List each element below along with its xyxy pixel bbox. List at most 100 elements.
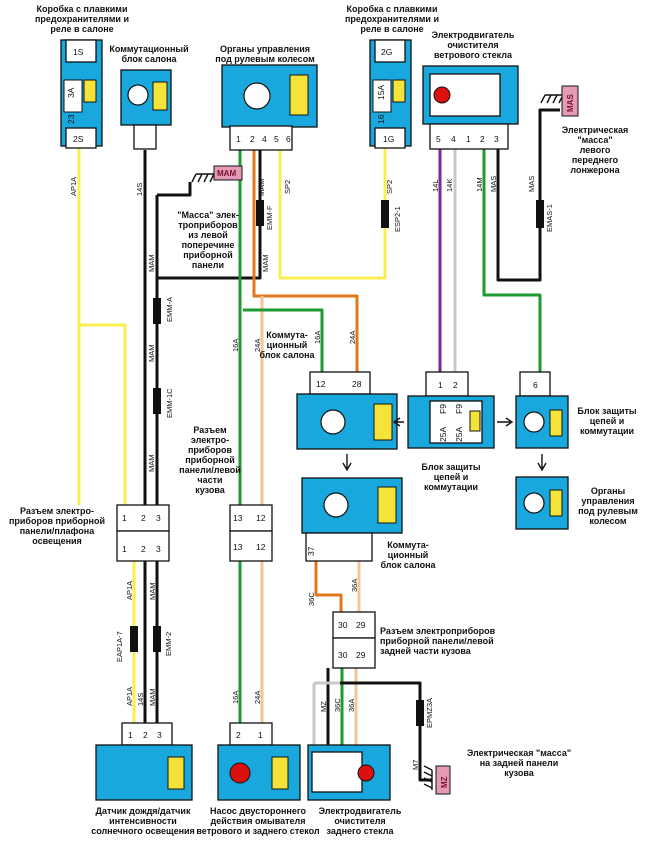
prot-fuse-f1: F9 [438, 404, 448, 414]
marker-emm-1c [153, 388, 161, 414]
wiper-front-lamp [433, 86, 451, 104]
pin-3-rain: 3 [157, 730, 162, 740]
ground-mz-label: MZ [440, 776, 449, 788]
ground-mas-tag [561, 85, 579, 117]
prot-mid-pins [425, 371, 469, 397]
wl-14m: 14M [475, 177, 484, 192]
ground-mz-icon [423, 765, 433, 790]
label-steering-bottom: Органы управления под рулевым колесом [578, 486, 638, 526]
marker-emm-a [153, 298, 161, 324]
pin-1-pump: 1 [258, 730, 263, 740]
fuse-right-bottom-pin: 1G [383, 134, 394, 144]
marker-eap1a7 [130, 626, 138, 652]
label-switch-mid: Коммута- ционный блок салона [259, 330, 315, 360]
pin-1-prot: 1 [438, 380, 443, 390]
marker-epmz3a [416, 700, 424, 726]
pin-29-top: 29 [356, 620, 366, 630]
wl-mas-2: MAS [527, 176, 536, 192]
ground-mas-label: MAS [566, 94, 575, 112]
marker-emm2 [153, 626, 161, 652]
steering-top-fuse [289, 74, 309, 116]
fuse-right-inner [372, 79, 392, 113]
ground-mas-icon [540, 94, 564, 104]
prot-fuse-r2: 25A [454, 427, 464, 442]
arrow-down-right [537, 454, 547, 472]
fusebox-left-pin-top [65, 39, 97, 63]
steering-pin-2: 2 [250, 134, 255, 144]
prot-right-circle [523, 411, 545, 433]
wl-24a-3: 24A [253, 691, 262, 704]
wl-16a-2: 16A [313, 331, 322, 344]
wl-sp2-right: SP2 [385, 180, 394, 194]
wiper-pin-2: 2 [480, 134, 485, 144]
steering-pin-1: 1 [236, 134, 241, 144]
fuse-left-number: 23 [66, 114, 76, 124]
label-protection-right: Блок защиты цепей и коммутации [577, 406, 637, 436]
label-fusebox-right: Коробка с плавкими предохранителями и ре… [344, 4, 439, 34]
fuse-left-icon [83, 79, 97, 103]
wl-eap17: EAP1A-7 [115, 631, 124, 662]
pin-6-prot: 6 [533, 380, 538, 390]
fusebox-right-pin-top [374, 39, 406, 63]
pin-12-bottom: 12 [256, 542, 266, 552]
label-connector-dash-lamp: Разъем электро- приборов приборной панел… [8, 506, 106, 546]
pin-1-rain: 1 [128, 730, 133, 740]
switch-low-pins [305, 532, 373, 562]
pin-2-lamp-top: 2 [141, 513, 146, 523]
wl-mam-6: MAM [148, 583, 157, 601]
label-fusebox-left: Коробка с плавкими предохранителями и ре… [34, 4, 129, 34]
wl-36c-1: 36C [307, 592, 316, 606]
wl-mz-1: MZ [319, 701, 328, 712]
label-wiper-rear: Электродвигатель очистителя заднего стек… [318, 806, 402, 836]
wl-m7: M7 [411, 760, 420, 770]
wl-emm1c: EMM-1C [165, 388, 174, 418]
pin-2-prot: 2 [453, 380, 458, 390]
wl-16a-1: 16A [231, 339, 240, 352]
prot-mid-fuse [469, 410, 481, 432]
fuse-left-rating: 3A [66, 87, 76, 98]
arrow-down-mid [342, 454, 352, 472]
wl-mam-2: MAM [257, 179, 266, 197]
wiper-front-conn [429, 123, 509, 150]
fuse-left-inner [63, 79, 83, 113]
ground-mz-tag [435, 765, 451, 795]
wl-mam-7: MAM [148, 689, 157, 707]
wl-emma: EMM-A [165, 297, 174, 322]
wire-rear-mz [326, 668, 432, 782]
label-ground-rear: Электрическая "масса" на задней панели к… [466, 748, 572, 778]
wl-14s-top: 14S [135, 183, 144, 196]
pin-30-bottom: 30 [338, 650, 348, 660]
pin-12: 12 [316, 379, 326, 389]
pin-1-lamp-top: 1 [122, 513, 127, 523]
wire-mas [496, 108, 560, 282]
wire-36c [314, 560, 343, 612]
pin-2-rain: 2 [143, 730, 148, 740]
pin-3-lamp-bottom: 3 [156, 544, 161, 554]
switch-low-circle [323, 492, 349, 518]
wl-mam-3: MAM [261, 255, 270, 273]
wl-mas-1: MAS [489, 176, 498, 192]
ground-mam-tag [213, 165, 243, 181]
conn-rear-top [332, 611, 376, 639]
marker-esp2 [381, 200, 389, 228]
fuse-right-icon [392, 79, 406, 103]
wl-14s-low: 14S [136, 693, 145, 706]
prot-fuse-r1: 25A [438, 427, 448, 442]
switch-unit-top-fuse [152, 81, 168, 111]
wire-ap1a-lower [77, 148, 127, 505]
label-ground-left-spar: Электрическая "масса" левого переднего л… [561, 125, 629, 175]
wire-24a-orange [252, 148, 359, 372]
label-connector-rear: Разъем электроприборов приборной панели/… [380, 626, 496, 656]
wl-36a-1: 36A [350, 579, 359, 592]
wl-14l: 14L [431, 179, 440, 192]
pin-13-top: 13 [233, 513, 243, 523]
switch-unit-top-circle [127, 84, 149, 106]
wl-emm2: EMM-2 [164, 632, 173, 656]
label-washer-pump: Насос двустороннего действия омывателя в… [196, 806, 320, 836]
prot-fuse-f2: F9 [454, 404, 464, 414]
wiper-pin-3: 3 [494, 134, 499, 144]
label-protection-mid: Блок защиты цепей и коммутации [421, 462, 481, 492]
wiper-pin-4: 4 [451, 134, 456, 144]
washer-pump-fuse [271, 756, 289, 790]
pin-28: 28 [352, 379, 362, 389]
